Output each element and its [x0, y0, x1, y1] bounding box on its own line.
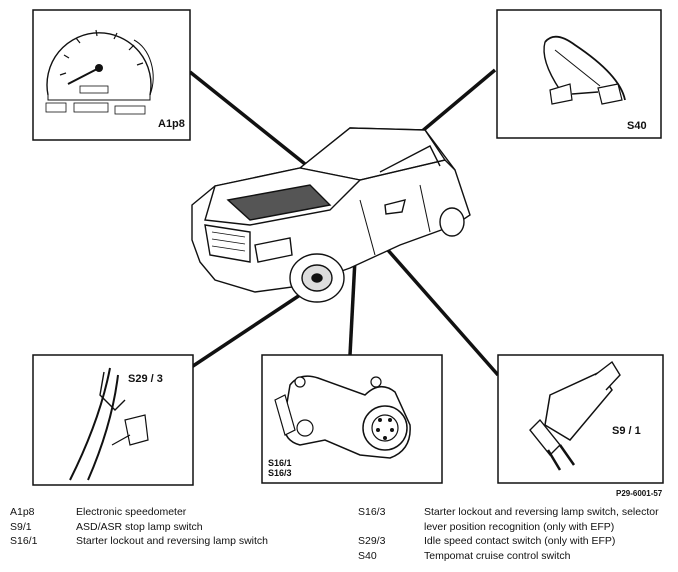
legend-right: S16/3 Starter lockout and reversing lamp…: [358, 505, 670, 563]
legend-item: A1p8 Electronic speedometer: [10, 505, 340, 520]
figure-reference: P29-6001-57: [616, 489, 663, 498]
legend-desc: Starter lockout and reversing lamp switc…: [424, 506, 659, 533]
legend-item: S16/1 Starter lockout and reversing lamp…: [10, 534, 340, 549]
panel-label-s16-1: S16/1: [268, 458, 292, 468]
legend-item: S16/3 Starter lockout and reversing lamp…: [358, 505, 670, 534]
panel-label-s16-3: S16/3: [268, 468, 292, 478]
legend-desc: Electronic speedometer: [76, 506, 187, 518]
legend-desc: ASD/ASR stop lamp switch: [76, 520, 203, 533]
car-illustration: [191, 127, 471, 303]
legend-item: S9/1 ASD/ASR stop lamp switch: [10, 520, 340, 535]
panel-s9-1-drawing: [497, 354, 664, 484]
legend-item: S40 Tempomat cruise control switch: [358, 549, 670, 564]
legend-code: S29/3: [358, 535, 386, 548]
panel-label-s29-3: S29 / 3: [128, 373, 163, 385]
legend-item: S29/3 Idle speed contact switch (only wi…: [358, 534, 670, 549]
legend-code: S16/3: [358, 506, 386, 518]
panel-label-a1p8: A1p8: [158, 118, 185, 130]
panel-label-s9-1: S9 / 1: [612, 425, 641, 437]
legend-code: S9/1: [10, 520, 32, 533]
panel-s29-3-drawing: [32, 354, 194, 486]
figure-drawing: [32, 9, 664, 486]
legend-code: S16/1: [10, 535, 38, 548]
legend-left: A1p8 Electronic speedometer S9/1 ASD/ASR…: [10, 505, 340, 549]
component-locator-figure: A1p8 S40 S29 / 3 S16/1 S16/3 S9 / 1 P29-…: [32, 9, 664, 498]
panel-a1p8-drawing: [32, 9, 191, 141]
panel-s40-drawing: [496, 9, 662, 139]
legend-desc: Idle speed contact switch (only with EFP…: [424, 535, 616, 548]
legend-desc: Starter lockout and reversing lamp switc…: [76, 535, 268, 548]
panel-label-s40: S40: [627, 120, 647, 132]
legend-code: A1p8: [10, 506, 35, 518]
legend-code: S40: [358, 549, 377, 562]
legend-desc: Tempomat cruise control switch: [424, 549, 571, 562]
panel-s16-drawing: [261, 354, 443, 484]
